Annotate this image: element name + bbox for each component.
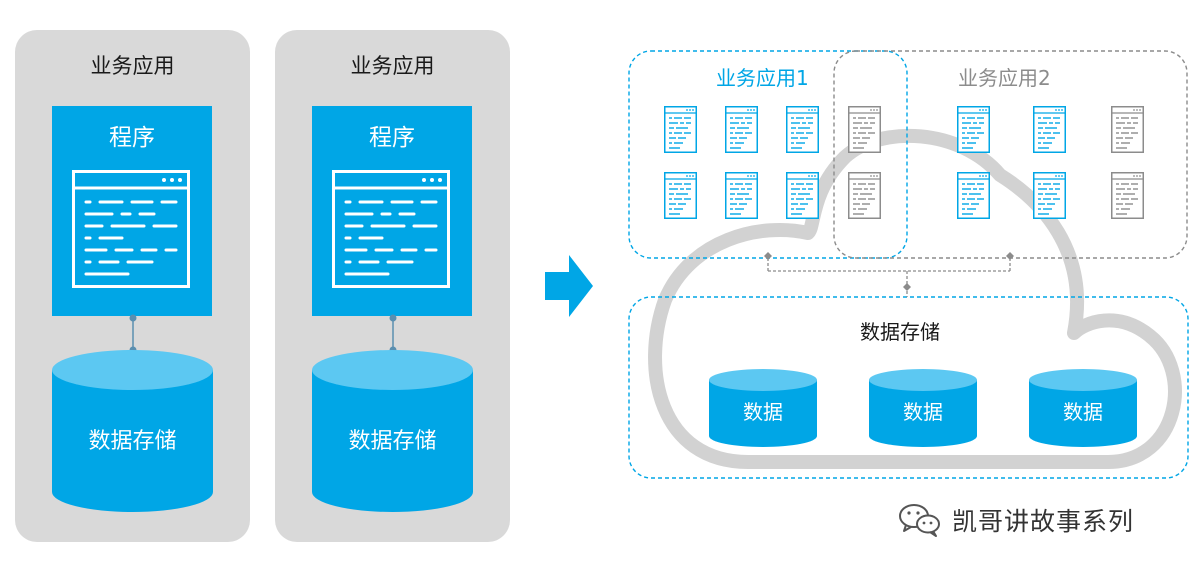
program-window-icon <box>332 170 450 288</box>
data-label: 数据 <box>1063 400 1103 424</box>
program-box: 程序 <box>52 106 212 316</box>
watermark-text: 凯哥讲故事系列 <box>952 507 1135 536</box>
program-window-icon <box>72 170 190 288</box>
data-label: 数据 <box>903 400 943 424</box>
program-box: 程序 <box>312 106 472 316</box>
connector-line <box>392 316 394 352</box>
panel-title: 业务应用 <box>90 54 175 78</box>
data-node: 数据 <box>708 368 818 448</box>
storage-region <box>628 296 1189 479</box>
connector-dot <box>129 314 137 322</box>
storage-title: 数据存储 <box>860 320 940 344</box>
data-node: 数据 <box>868 368 978 448</box>
app-panel-1: 业务应用 程序 数据存储 <box>15 30 250 542</box>
app-panel-2: 业务应用 程序 数据存储 <box>275 30 510 542</box>
database-cylinder: 数据存储 <box>51 350 214 512</box>
database-cylinder: 数据存储 <box>311 350 474 512</box>
watermark: 凯哥讲故事系列 <box>898 500 1134 540</box>
data-node: 数据 <box>1028 368 1138 448</box>
storage-label: 数据存储 <box>348 429 437 454</box>
cloud-outline <box>648 128 1182 469</box>
database-icon <box>52 350 213 512</box>
program-label: 程序 <box>369 125 415 151</box>
database-icon <box>1029 369 1137 447</box>
program-label: 程序 <box>109 125 155 151</box>
app1-label: 业务应用1 <box>716 66 809 90</box>
connector-dot <box>389 314 397 322</box>
connector-line <box>132 316 134 352</box>
wechat-icon <box>899 504 940 537</box>
region-connectors <box>764 252 1014 297</box>
database-icon <box>709 369 817 447</box>
shared-program-icons <box>848 106 881 219</box>
panel-title: 业务应用 <box>350 54 435 78</box>
app1-program-icons <box>664 106 819 219</box>
database-icon <box>869 369 977 447</box>
storage-label: 数据存储 <box>88 429 177 454</box>
app2-label: 业务应用2 <box>958 66 1051 90</box>
data-label: 数据 <box>743 400 783 424</box>
right-arrow-icon <box>545 255 593 317</box>
database-icon <box>312 350 473 512</box>
